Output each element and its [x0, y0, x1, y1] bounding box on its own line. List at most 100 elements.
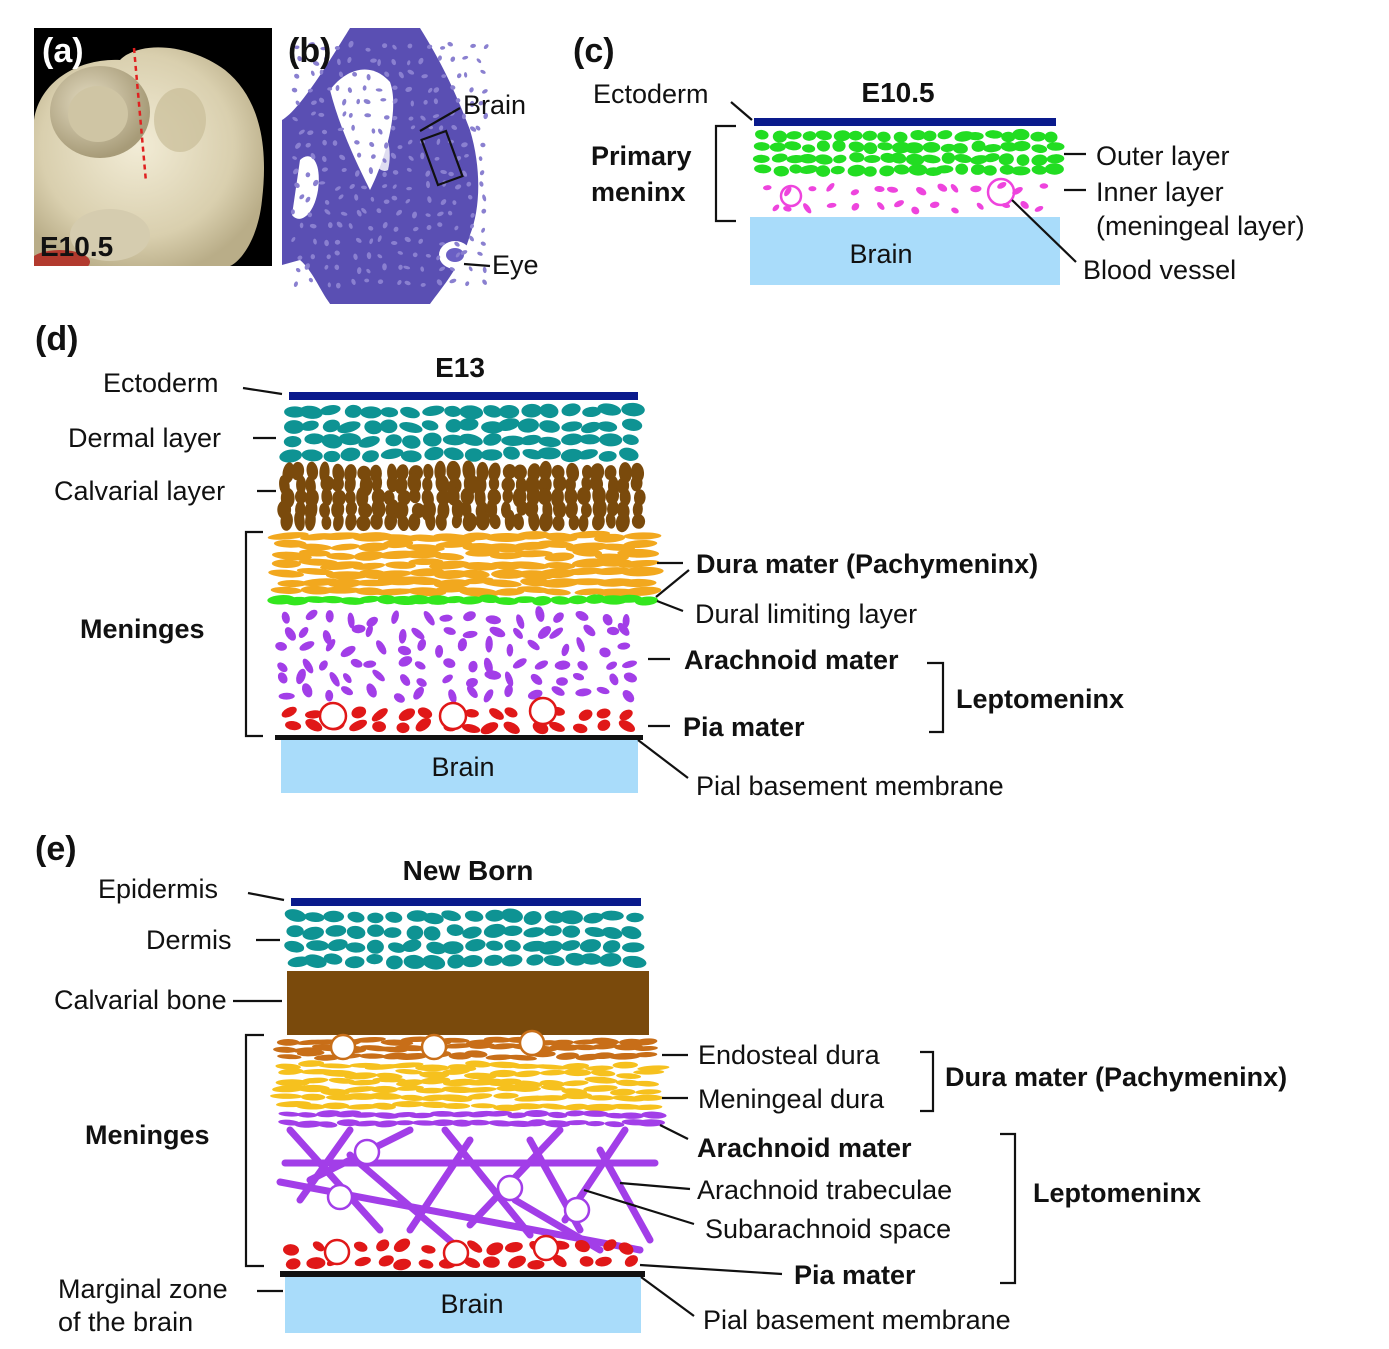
endosteal-cell — [590, 1037, 620, 1045]
meningeal-dura-cell — [328, 1077, 356, 1084]
stain-speck — [307, 130, 314, 136]
arachnoid-cell — [373, 1112, 400, 1119]
calvarial-cell — [345, 501, 358, 517]
outer-layer-cell — [755, 129, 769, 140]
meningeal-dura-cell — [317, 1063, 352, 1069]
meningeal-dura-cell — [395, 1069, 423, 1075]
stain-speck — [426, 44, 433, 49]
dermal-cell — [362, 450, 379, 463]
dermis-cell — [464, 910, 484, 922]
dura-cell — [325, 571, 369, 580]
stain-speck — [327, 282, 331, 288]
outer-layer-cell — [954, 154, 972, 163]
stain-speck — [382, 158, 387, 163]
stain-speck — [405, 198, 411, 204]
arachnoid-cell — [623, 672, 637, 683]
arachnoid-cell — [466, 685, 478, 699]
calvarial-cell — [345, 512, 357, 531]
stain-speck — [292, 156, 297, 160]
dermis-cell — [306, 940, 329, 951]
stain-speck — [396, 209, 403, 216]
dura-cell — [617, 548, 660, 558]
arachnoid-cell — [551, 686, 565, 696]
pia-mater-label: Pia mater — [683, 712, 805, 742]
endosteal-cell — [608, 1052, 642, 1060]
stain-speck — [392, 98, 398, 104]
stain-speck — [351, 124, 355, 131]
meningeal-dura-cell — [632, 1094, 664, 1101]
stain-speck — [340, 211, 348, 216]
pia-cell — [418, 1259, 434, 1269]
dermis-cell — [367, 912, 384, 924]
arachnoid-cell — [457, 638, 468, 652]
stain-speck — [407, 43, 413, 49]
outer-layer-cell — [905, 153, 925, 166]
embryo-photo — [34, 28, 272, 266]
stain-speck — [460, 250, 468, 255]
dermal-cell — [423, 432, 442, 447]
pia-cell — [417, 707, 433, 719]
arachnoid-cell — [506, 643, 514, 657]
dermal-cell — [521, 403, 542, 418]
arachnoid-cell — [561, 643, 570, 657]
dermis-cell — [447, 954, 465, 969]
arachnoid-cell — [365, 624, 373, 638]
arachnoid-cell — [622, 660, 637, 669]
dermal-cell — [299, 405, 323, 419]
arachnoid-cell — [443, 658, 456, 668]
dura-cell — [268, 569, 304, 578]
dermis-cell — [502, 925, 523, 937]
endosteal-cell — [273, 1046, 298, 1053]
dural-limiting-cell — [319, 595, 345, 604]
stain-speck — [407, 69, 415, 75]
pia-cell — [624, 1255, 638, 1267]
blood-vessel — [442, 1239, 470, 1267]
outer-layer-cell — [890, 152, 907, 164]
dermal-cell — [380, 419, 398, 434]
arachnoid-cell — [462, 630, 478, 639]
endosteal-cell — [359, 1053, 386, 1059]
stain-speck — [312, 60, 320, 66]
stain-speck — [366, 268, 371, 274]
stain-speck — [420, 266, 425, 272]
outer-layer-cell — [1016, 154, 1030, 167]
stain-speck — [482, 279, 487, 285]
stain-speck — [427, 196, 432, 203]
dermal-cell — [323, 450, 341, 463]
stain-speck — [370, 196, 375, 202]
arachnoid-cell — [484, 1110, 513, 1117]
dura-cell — [318, 532, 362, 541]
stain-speck — [320, 46, 327, 51]
stain-speck — [307, 88, 313, 93]
calvarial-cell — [280, 511, 293, 531]
pia-mater-label: Pia mater — [794, 1260, 916, 1290]
dermis-cell — [385, 911, 403, 923]
dermal-cell — [597, 403, 622, 416]
dermis-cell — [501, 954, 523, 967]
stain-speck — [354, 140, 360, 145]
pia-cell — [618, 1242, 634, 1255]
arachnoid-cell — [489, 626, 506, 638]
primary-meninx-label-2: meninx — [591, 177, 686, 207]
pia-cell — [579, 1256, 594, 1267]
stain-speck — [475, 125, 481, 131]
calvarial-bone — [287, 971, 649, 1035]
stain-speck — [384, 142, 389, 149]
dura-cell — [572, 548, 603, 557]
calvarial-cell — [605, 487, 620, 505]
stain-speck — [371, 154, 376, 159]
arachnoid-cell — [277, 672, 288, 684]
inner-layer-label-2: (meningeal layer) — [1096, 211, 1305, 241]
meningeal-dura-cells — [270, 1060, 670, 1112]
calvarial-cell — [319, 502, 331, 519]
dura-cell — [571, 558, 610, 568]
pia-cell — [305, 710, 323, 719]
meningeal-dura-cell — [278, 1068, 304, 1075]
arachnoid-cell — [581, 1110, 609, 1117]
arachnoid-cell — [372, 669, 385, 682]
brain-block — [281, 740, 638, 793]
dermal-cell — [443, 447, 464, 461]
arachnoid-cell — [376, 640, 387, 655]
arachnoid-cell — [526, 1119, 548, 1127]
stain-speck — [310, 70, 315, 76]
